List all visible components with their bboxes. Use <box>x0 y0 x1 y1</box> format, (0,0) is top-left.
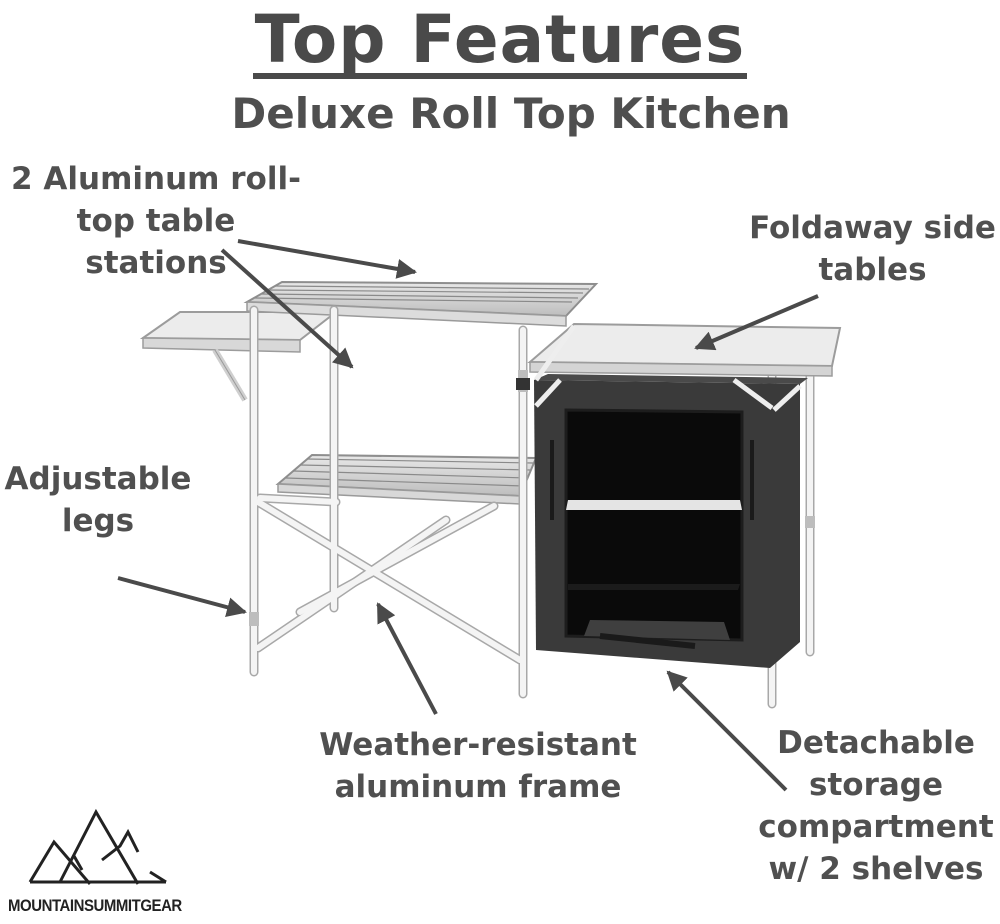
feature-line: compartment <box>758 809 994 845</box>
arrow-to-legs <box>117 576 247 618</box>
left-side-table <box>139 311 339 402</box>
arrow-to-top-table <box>237 239 417 279</box>
feature-line: Detachable <box>777 725 975 761</box>
feature-line: storage <box>809 767 943 803</box>
feature-line: 2 Aluminum roll- <box>11 161 301 197</box>
arrow-to-lower-table <box>220 248 354 369</box>
feature-foldaway-tables: Foldaway side tables <box>745 207 1000 291</box>
arrow-to-side-table <box>694 294 819 351</box>
feature-line: w/ 2 shelves <box>768 851 984 887</box>
feature-adjustable-legs: Adjustable legs <box>0 458 196 542</box>
feature-line: stations <box>85 245 227 281</box>
brand-name: MOUNTAINSUMMITGEAR <box>8 896 182 915</box>
feature-aluminum-tables: 2 Aluminum roll- top table stations <box>6 158 306 284</box>
right-side-table <box>527 322 842 377</box>
callout-arrows <box>117 239 819 792</box>
arrow-to-storage <box>666 670 788 792</box>
mountain-logo-icon <box>28 808 167 885</box>
top-roll-table <box>243 280 599 327</box>
feature-line: Adjustable <box>4 461 192 497</box>
page-title: Top Features <box>0 2 1000 79</box>
storage-cabinet <box>533 324 808 668</box>
feature-line: top table <box>76 203 236 239</box>
feature-line: aluminum frame <box>334 769 622 805</box>
arrow-to-frame <box>376 602 438 715</box>
feature-line: tables <box>818 252 927 288</box>
feature-line: Foldaway side <box>749 210 996 246</box>
page-subtitle: Deluxe Roll Top Kitchen <box>231 89 791 138</box>
title-text: Top Features <box>252 1 748 79</box>
feature-line: Weather-resistant <box>319 727 637 763</box>
feature-storage: Detachable storage compartment w/ 2 shel… <box>752 722 1000 890</box>
feature-frame: Weather-resistant aluminum frame <box>300 724 656 808</box>
feature-line: legs <box>61 503 135 539</box>
